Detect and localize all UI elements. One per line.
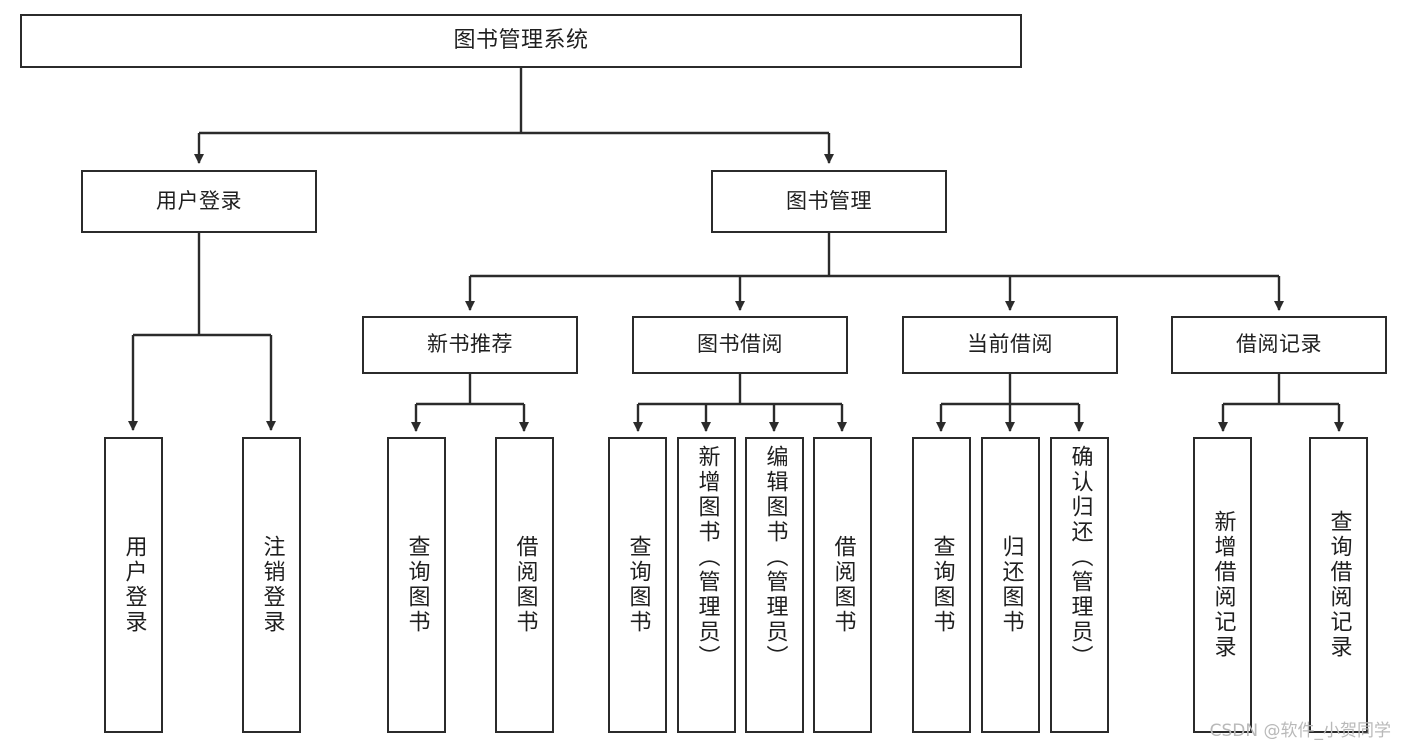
node-book-management[interactable]: 图书管理 [711,170,947,233]
node-root[interactable]: 图书管理系统 [20,14,1022,68]
node-user-login[interactable]: 用户登录 [81,170,317,233]
node-leaf-return-book-label: 归还图书 [998,535,1024,635]
node-root-label: 图书管理系统 [453,27,589,53]
node-leaf-query-book-3-label: 查询图书 [929,535,955,635]
node-leaf-edit-book-label: 编辑图书（管理员） [762,445,788,670]
node-current-borrow-label: 当前借阅 [967,332,1053,357]
csdn-watermark: CSDN @软件_小贺同学 [1209,721,1391,741]
node-leaf-add-book-label: 新增图书（管理员） [694,445,720,670]
node-leaf-confirm-return-label: 确认归还（管理员） [1067,445,1093,670]
node-leaf-borrow-book-1[interactable]: 借阅图书 [495,437,554,733]
node-leaf-borrow-book-2[interactable]: 借阅图书 [813,437,872,733]
node-book-borrow[interactable]: 图书借阅 [632,316,848,374]
node-book-management-label: 图书管理 [786,188,872,213]
node-leaf-return-book[interactable]: 归还图书 [981,437,1040,733]
node-leaf-query-record-label: 查询借阅记录 [1326,510,1352,660]
node-leaf-confirm-return[interactable]: 确认归还（管理员） [1050,437,1109,733]
node-leaf-query-record[interactable]: 查询借阅记录 [1309,437,1368,733]
node-borrow-record[interactable]: 借阅记录 [1171,316,1387,374]
node-leaf-query-book-1-label: 查询图书 [404,535,430,635]
node-leaf-user-logout-label: 注销登录 [259,535,285,635]
node-leaf-query-book-1[interactable]: 查询图书 [387,437,446,733]
node-book-borrow-label: 图书借阅 [697,332,783,357]
node-leaf-query-book-2[interactable]: 查询图书 [608,437,667,733]
node-borrow-record-label: 借阅记录 [1236,332,1322,357]
node-leaf-borrow-book-2-label: 借阅图书 [830,535,856,635]
node-leaf-add-record[interactable]: 新增借阅记录 [1193,437,1252,733]
node-leaf-add-record-label: 新增借阅记录 [1210,510,1236,660]
node-current-borrow[interactable]: 当前借阅 [902,316,1118,374]
node-leaf-query-book-3[interactable]: 查询图书 [912,437,971,733]
node-leaf-add-book[interactable]: 新增图书（管理员） [677,437,736,733]
node-leaf-query-book-2-label: 查询图书 [625,535,651,635]
node-user-login-label: 用户登录 [156,188,242,213]
node-leaf-edit-book[interactable]: 编辑图书（管理员） [745,437,804,733]
node-leaf-borrow-book-1-label: 借阅图书 [512,535,538,635]
node-new-book-recommend-label: 新书推荐 [427,332,513,357]
node-new-book-recommend[interactable]: 新书推荐 [362,316,578,374]
node-leaf-user-login-label: 用户登录 [121,535,147,635]
node-leaf-user-login[interactable]: 用户登录 [104,437,163,733]
node-leaf-user-logout[interactable]: 注销登录 [242,437,301,733]
